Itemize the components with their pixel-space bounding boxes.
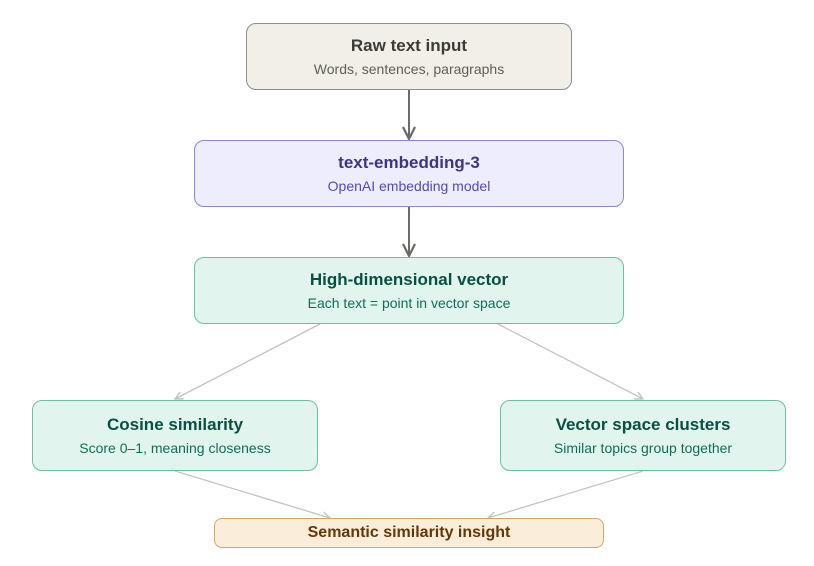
node-subtitle: Similar topics group together bbox=[553, 439, 733, 456]
node-subtitle: Each text = point in vector space bbox=[307, 294, 511, 311]
node-title: text-embedding-3 bbox=[338, 152, 480, 172]
node-subtitle: Score 0–1, meaning closeness bbox=[79, 439, 271, 456]
node-title: Cosine similarity bbox=[106, 414, 244, 434]
node-vector-space-clusters: Vector space clusters Similar topics gro… bbox=[500, 400, 786, 471]
arrow-cosine-to-insight bbox=[174, 470, 331, 521]
node-title: Raw text input bbox=[350, 35, 468, 55]
node-subtitle: Words, sentences, paragraphs bbox=[313, 60, 505, 77]
node-semantic-similarity-insight: Semantic similarity insight bbox=[214, 518, 604, 548]
node-title: Vector space clusters bbox=[555, 414, 731, 434]
node-title: Semantic similarity insight bbox=[307, 524, 511, 541]
node-title: High-dimensional vector bbox=[309, 269, 509, 289]
node-embedding-model: text-embedding-3 OpenAI embedding model bbox=[194, 140, 624, 207]
node-raw-text-input: Raw text input Words, sentences, paragra… bbox=[246, 23, 572, 90]
node-high-dimensional-vector: High-dimensional vector Each text = poin… bbox=[194, 257, 624, 324]
node-subtitle: OpenAI embedding model bbox=[327, 177, 491, 194]
arrow-clusters-to-insight bbox=[487, 470, 644, 521]
arrow-vector-to-cosine bbox=[174, 323, 321, 400]
arrow-vector-to-clusters bbox=[497, 323, 644, 400]
node-cosine-similarity: Cosine similarity Score 0–1, meaning clo… bbox=[32, 400, 318, 471]
